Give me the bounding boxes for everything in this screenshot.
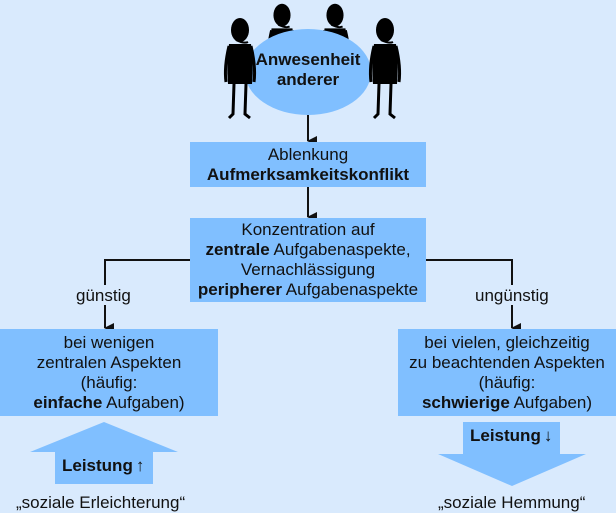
right-node-line1: bei vielen, gleichzeitig [424,332,590,352]
concentration-line2-bold: zentrale [205,240,270,259]
left-node-line4-bold: einfache [33,392,103,412]
arrow-down-icon: ↓ [543,426,553,445]
connector-branch-right [426,259,521,333]
right-node-line4-bold: schwierige [421,392,510,412]
concentration-line4-bold: peripherer [197,280,282,299]
left-node-line3: (häufig: [80,372,138,392]
right-node-line2: zu beachtenden Aspekten [409,352,605,372]
social-facilitation-caption: „soziale Erleichterung“ [16,493,186,512]
performance-down-label: Leistung↓ [470,426,552,446]
start-node-ellipse [245,29,371,115]
unfavorable-condition-node: bei vielen, gleichzeitig zu beachtenden … [398,329,616,416]
person-figure-right [368,16,402,120]
performance-up-text: Leistung [62,456,133,475]
branch-left-label: günstig [76,286,131,305]
concentration-node: Konzentration auf zentrale Aufgabenaspek… [190,218,426,302]
concentration-line2-rest: Aufgabenaspekte, [269,240,411,259]
start-node-label: Anwesenheit anderer [245,50,371,90]
distraction-node: Ablenkung Aufmerksamkeitskonflikt [190,142,426,187]
right-node-line3: (häufig: [478,372,536,392]
concentration-line1: Konzentration auf [241,220,375,239]
distraction-line1: Ablenkung [267,144,349,164]
left-node-line2: zentralen Aspekten [36,352,182,372]
left-node-line1: bei wenigen [63,332,155,352]
right-node-line4-rest: Aufgaben) [509,392,593,412]
concentration-line4-rest: Aufgabenaspekte [281,280,419,299]
distraction-line2: Aufmerksamkeitskonflikt [206,164,410,184]
start-node-line1: Anwesenheit [255,50,361,69]
performance-down-text: Leistung [470,426,541,445]
left-node-line4-rest: Aufgaben) [102,392,185,412]
performance-down-arrow [438,422,586,486]
connector-branch-left [104,259,190,333]
arrow-up-icon: ↑ [135,456,145,475]
social-inhibition-caption: „soziale Hemmung“ [438,493,586,512]
performance-up-arrow [30,422,178,484]
branch-right-label: ungünstig [475,286,549,305]
performance-up-label: Leistung↑ [62,456,144,476]
concentration-line3: Vernachlässigung [240,260,376,279]
start-node-line2: anderer [276,70,340,89]
favorable-condition-node: bei wenigen zentralen Aspekten (häufig: … [0,329,218,416]
